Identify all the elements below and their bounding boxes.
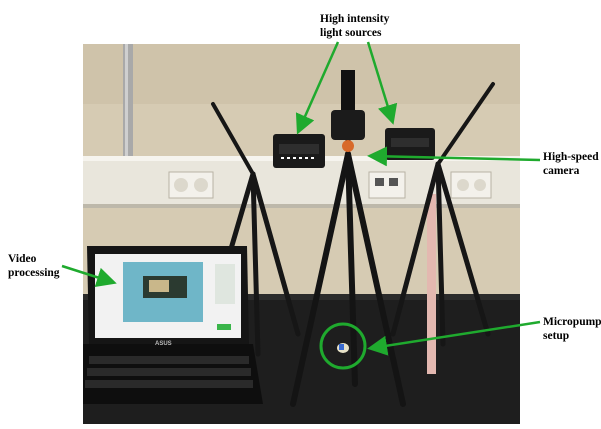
label-micropump-setup: Micropump setup	[543, 316, 601, 342]
light-source-right	[385, 128, 435, 160]
network-socket	[368, 171, 406, 199]
laptop	[83, 246, 263, 404]
wall-socket	[168, 171, 214, 199]
high-speed-camera	[331, 70, 365, 152]
wall-socket-right	[450, 171, 492, 199]
micropump-device	[337, 343, 349, 353]
tripod-right	[390, 82, 495, 347]
lab-setup-photo	[83, 44, 520, 424]
label-high-speed-camera: High-speed camera	[543, 151, 599, 177]
laptop-brand: ASUS	[155, 341, 172, 347]
light-source-left	[273, 134, 325, 168]
label-light-sources: High intensity light sources	[320, 13, 390, 39]
pink-tube	[427, 194, 436, 374]
label-video-processing: Video processing	[8, 253, 60, 279]
